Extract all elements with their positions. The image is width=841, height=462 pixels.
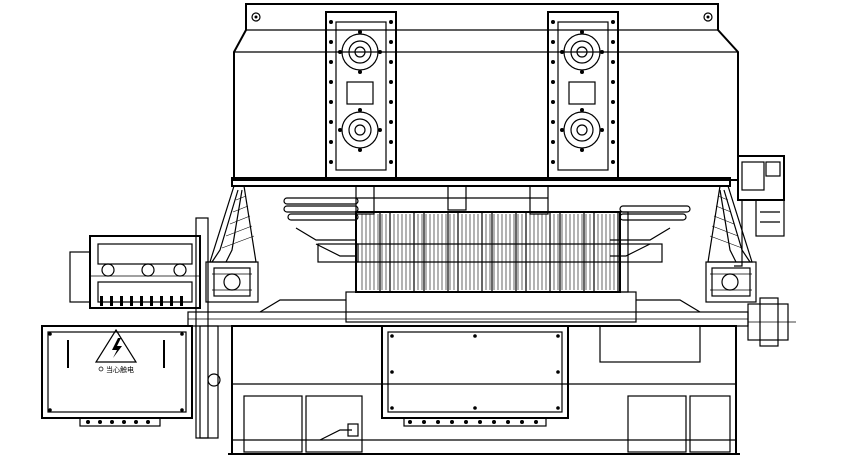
stator-slot xyxy=(447,211,459,293)
bottom-bolt-strip xyxy=(408,420,538,424)
stator-slot xyxy=(413,211,425,293)
left-cooling-module xyxy=(325,11,397,179)
left-bearing-support xyxy=(195,217,221,439)
stator-core xyxy=(355,211,629,293)
warning-label: 当心触电 xyxy=(106,365,134,374)
stator-slot xyxy=(379,211,391,293)
right-cooling-module xyxy=(547,11,619,179)
stator-slot xyxy=(583,211,595,293)
left-slip-ring-assembly xyxy=(69,235,201,309)
rotor-shaft xyxy=(187,291,796,347)
right-auxiliary-box xyxy=(734,155,785,267)
right-end-shield xyxy=(705,185,757,303)
stator-slot xyxy=(481,211,493,293)
stator-frame-top xyxy=(231,177,731,215)
lightning-bolt-icon xyxy=(94,328,138,363)
base-frame xyxy=(231,325,737,455)
stator-end-windings xyxy=(283,197,691,263)
stator-slot xyxy=(549,211,561,293)
top-cooler-housing xyxy=(233,3,739,181)
left-terminal-box: 当心触电 xyxy=(41,325,193,427)
stator-slot xyxy=(515,211,527,293)
left-end-shield xyxy=(205,185,259,303)
